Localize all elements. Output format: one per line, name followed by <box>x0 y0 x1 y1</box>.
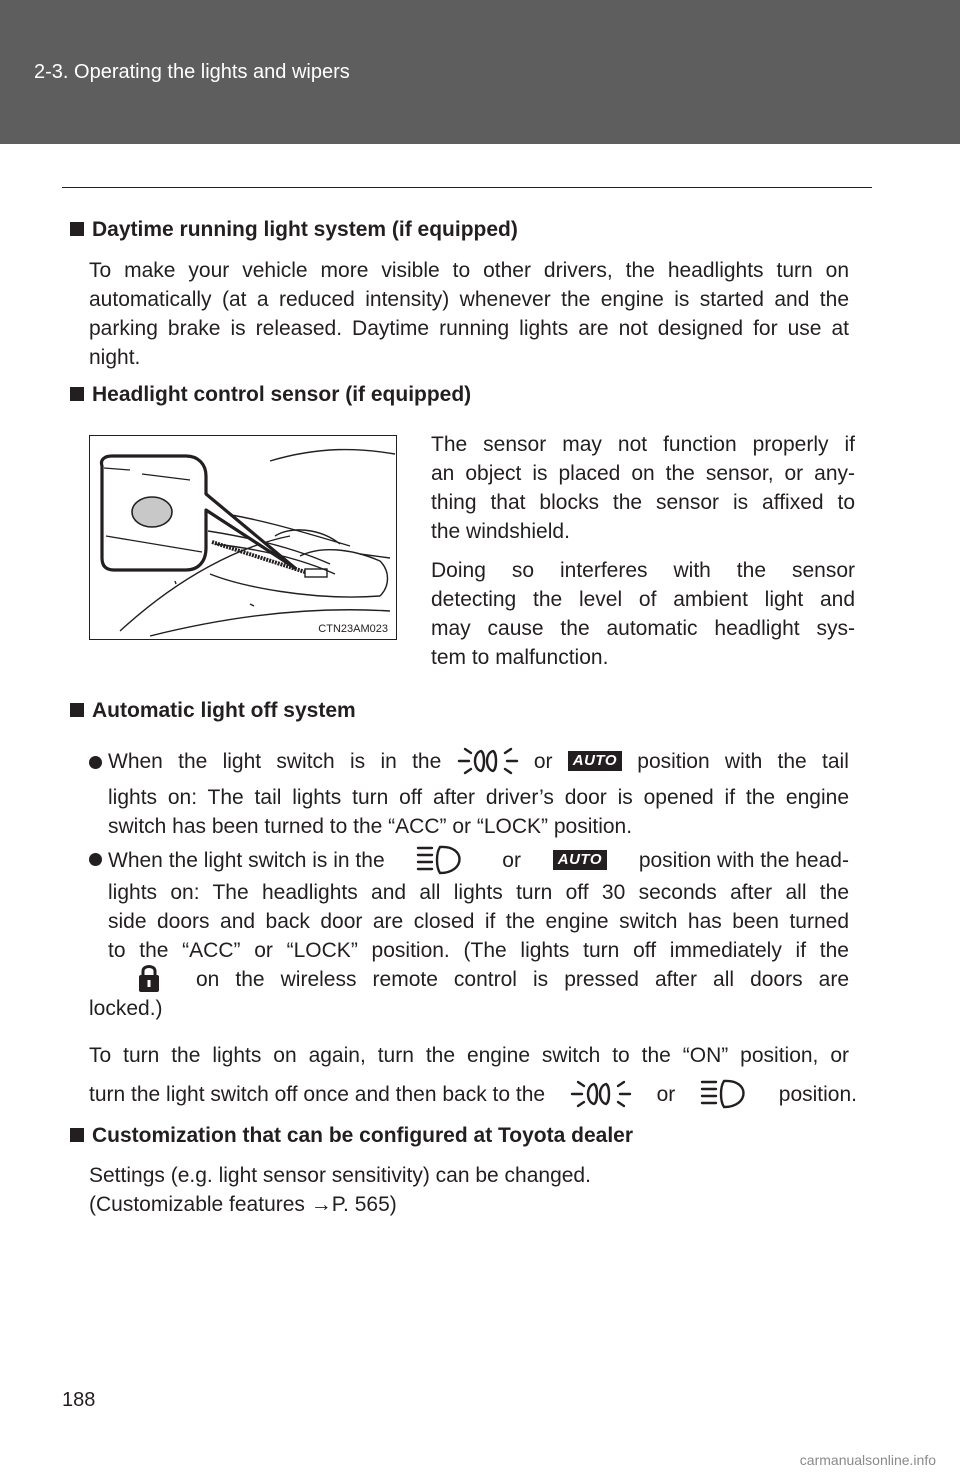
bullet-2-line-5: on the wireless remote control is presse… <box>196 968 849 991</box>
sensor-p2-line-4: tem to malfunction. <box>431 646 609 669</box>
headlight-icon <box>700 1079 745 1109</box>
bullet-2-line-3: side doors and back door are closed if t… <box>108 910 849 933</box>
bullet-2-line-2: lights on: The headlights and all lights… <box>108 881 849 904</box>
bullet-1-dot <box>89 756 102 769</box>
reactivate-line-1: To turn the lights on again, turn the en… <box>89 1044 849 1067</box>
page-number: 188 <box>62 1389 96 1411</box>
auto-icon: AUTO <box>567 751 622 771</box>
auto-icon: AUTO <box>552 850 607 870</box>
windshield-sensor-drawing <box>99 448 396 637</box>
watermark: carmanualsonline.info <box>799 1452 936 1468</box>
bullet-1-line-1: When the light switch is in the or AUTO … <box>108 742 849 780</box>
sensor-p1-line-4: the windshield. <box>431 520 570 543</box>
bullet-2-line-6: locked.) <box>89 997 163 1020</box>
figure-code: CTN23AM023 <box>318 623 388 635</box>
lock-icon <box>139 965 159 992</box>
sensor-p1-line-3: thing that blocks the sensor is affixed … <box>431 491 855 514</box>
sensor-p2-line-2: detecting the level of ambient light and <box>431 588 855 611</box>
custom-heading: Customization that can be configured at … <box>70 1124 633 1148</box>
sensor-illustration: CTN23AM023 <box>89 435 397 640</box>
daytime-line-3: parking brake is released. Daytime runni… <box>89 317 849 340</box>
sensor-heading: Headlight control sensor (if equipped) <box>70 383 471 407</box>
square-bullet-icon <box>70 1128 84 1142</box>
sensor-p2-line-1: Doing so interferes with the sensor <box>431 559 855 582</box>
bullet-2-line-4: to the “ACC” or “LOCK” position. (The li… <box>108 939 849 962</box>
custom-line-2[interactable]: (Customizable features →P. 565) <box>89 1193 397 1216</box>
square-bullet-icon <box>70 222 84 236</box>
sensor-p1-line-2: an object is placed on the sensor, or an… <box>431 462 855 485</box>
daytime-line-4: night. <box>89 346 141 369</box>
section-title: 2-3. Operating the lights and wipers <box>34 61 350 83</box>
square-bullet-icon <box>70 703 84 717</box>
tail-light-icon <box>457 747 518 775</box>
headlight-icon <box>417 845 461 875</box>
chapter-header: 2-3. Operating the lights and wipers <box>0 0 960 144</box>
daytime-line-1: To make your vehicle more visible to oth… <box>89 259 849 282</box>
autooff-heading: Automatic light off system <box>70 699 356 723</box>
bullet-2-line-1: When the light switch is in the or AUTO … <box>108 842 849 878</box>
bullet-1-line-3: switch has been turned to the “ACC” or “… <box>108 815 633 838</box>
divider-rule <box>62 187 872 188</box>
tail-light-icon <box>570 1080 632 1108</box>
bullet-2-dot <box>89 853 102 866</box>
reactivate-line-2: turn the light switch off once and then … <box>89 1074 857 1114</box>
sensor-p1-line-1: The sensor may not function properly if <box>431 433 855 456</box>
sensor-p2-line-3: may cause the automatic headlight sys- <box>431 617 855 640</box>
daytime-line-2: automatically (at a reduced intensity) w… <box>89 288 849 311</box>
daytime-heading: Daytime running light system (if equippe… <box>70 218 518 242</box>
square-bullet-icon <box>70 387 84 401</box>
custom-line-1: Settings (e.g. light sensor sensitivity)… <box>89 1164 591 1187</box>
bullet-1-line-2: lights on: The tail lights turn off afte… <box>108 786 849 809</box>
